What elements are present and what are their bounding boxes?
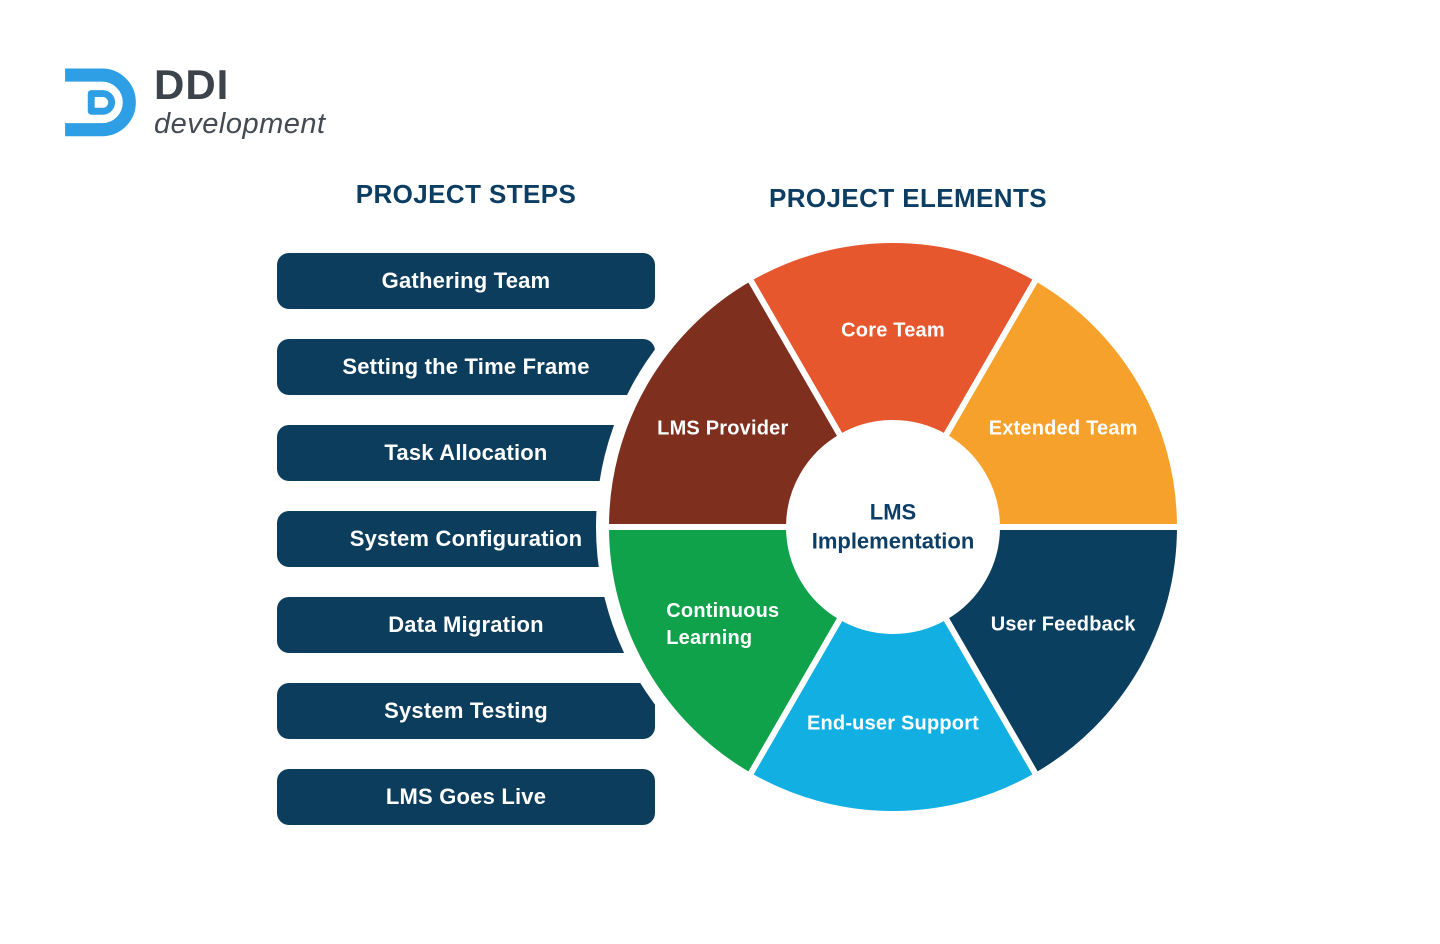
project-steps-list: Gathering Team Setting the Time Frame Ta… (277, 253, 655, 855)
segment-label-extended-team: Extended Team (988, 417, 1138, 440)
chart-center-hole (790, 424, 996, 630)
segment-continuous-learning (602, 524, 846, 780)
segment-label-lms-provider: LMS Provider (657, 417, 789, 440)
step-task-allocation: Task Allocation (277, 425, 655, 481)
ddi-logo-icon (65, 68, 136, 137)
logo-text: DDI development (154, 62, 326, 141)
segment-end-user-support (745, 612, 1041, 817)
project-steps-heading: PROJECT STEPS (355, 179, 577, 209)
step-data-migration: Data Migration (277, 597, 655, 653)
logo-brand: DDI (154, 61, 230, 108)
segment-label-end-user-support: End-user Support (806, 712, 980, 734)
logo-subtitle: development (154, 108, 326, 140)
step-gathering-team: Gathering Team (277, 253, 655, 309)
segment-lms-provider (602, 274, 846, 530)
logo: DDI development (62, 62, 326, 142)
segment-label-continuous-learning: Continuous Learning (666, 600, 780, 650)
segment-extended-team (940, 274, 1184, 530)
chart-center-label: LMS Implementation (811, 499, 975, 553)
segment-label-user-feedback: User Feedback (990, 613, 1136, 636)
segment-core-team (745, 237, 1041, 442)
step-system-configuration: System Configuration (277, 511, 655, 567)
donut-chart-svg (596, 230, 1190, 824)
step-lms-goes-live: LMS Goes Live (277, 769, 655, 825)
segment-label-core-team: Core Team (841, 319, 945, 341)
step-setting-time-frame: Setting the Time Frame (277, 339, 655, 395)
step-system-testing: System Testing (277, 683, 655, 739)
project-elements-heading: PROJECT ELEMENTS (769, 183, 1047, 213)
